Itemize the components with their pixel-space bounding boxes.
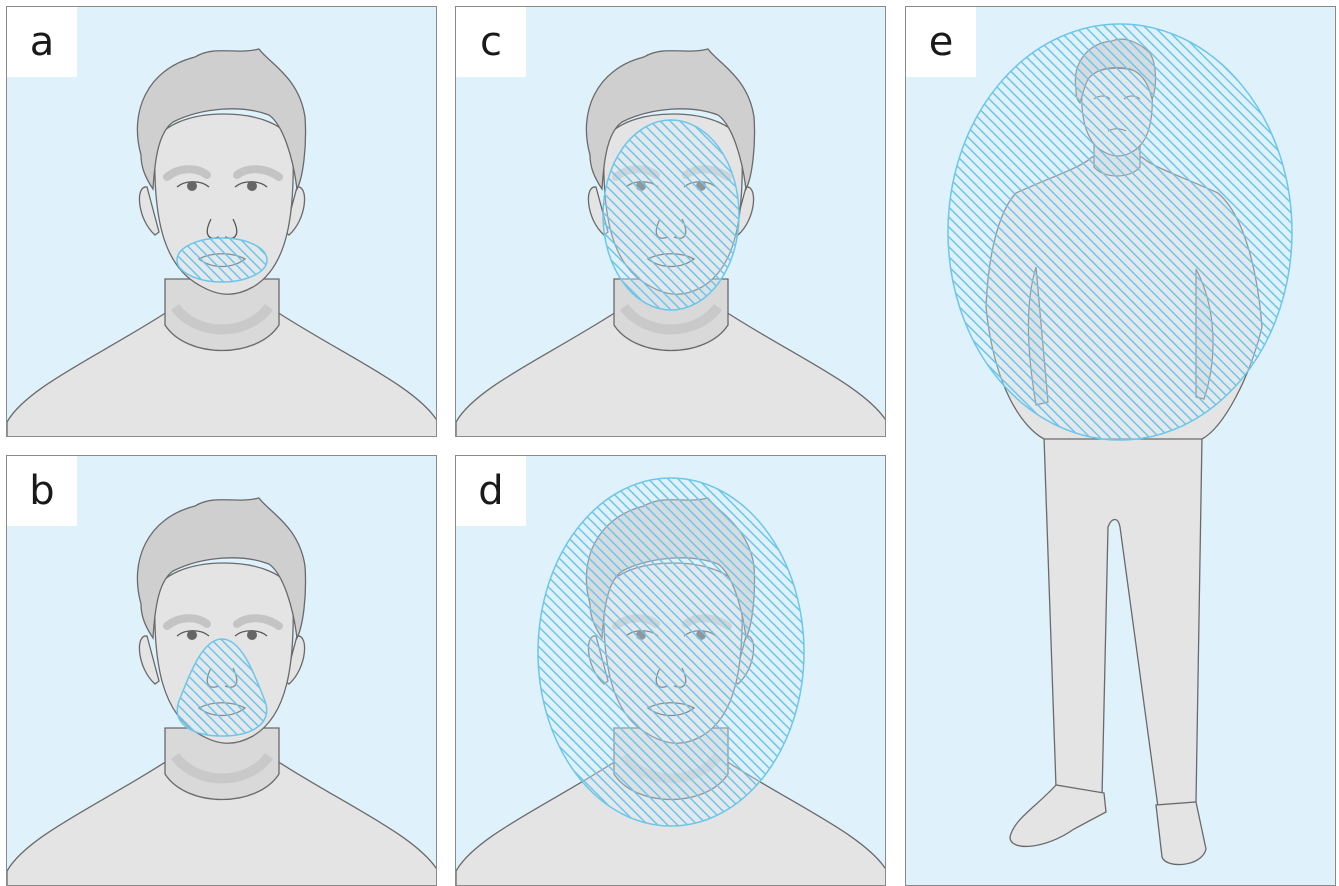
panel-nose-mouth-region: b <box>6 455 437 886</box>
panel-label: c <box>456 7 526 77</box>
panel-label: b <box>7 456 77 526</box>
hatched-head-region <box>538 478 804 826</box>
panel-label: a <box>7 7 77 77</box>
panel-mouth-region: a <box>6 6 437 437</box>
panel-label: e <box>906 7 976 77</box>
panel-head-region: d <box>455 455 886 886</box>
hatched-upper-body-region <box>948 24 1292 440</box>
full-body-figure-illustration <box>906 7 1336 886</box>
panel-face-region: c <box>455 6 886 437</box>
panel-label: d <box>456 456 526 526</box>
panel-upper-body-region: e <box>905 6 1336 886</box>
hatched-face-region <box>603 120 739 310</box>
hatched-mouth-region <box>177 238 267 282</box>
